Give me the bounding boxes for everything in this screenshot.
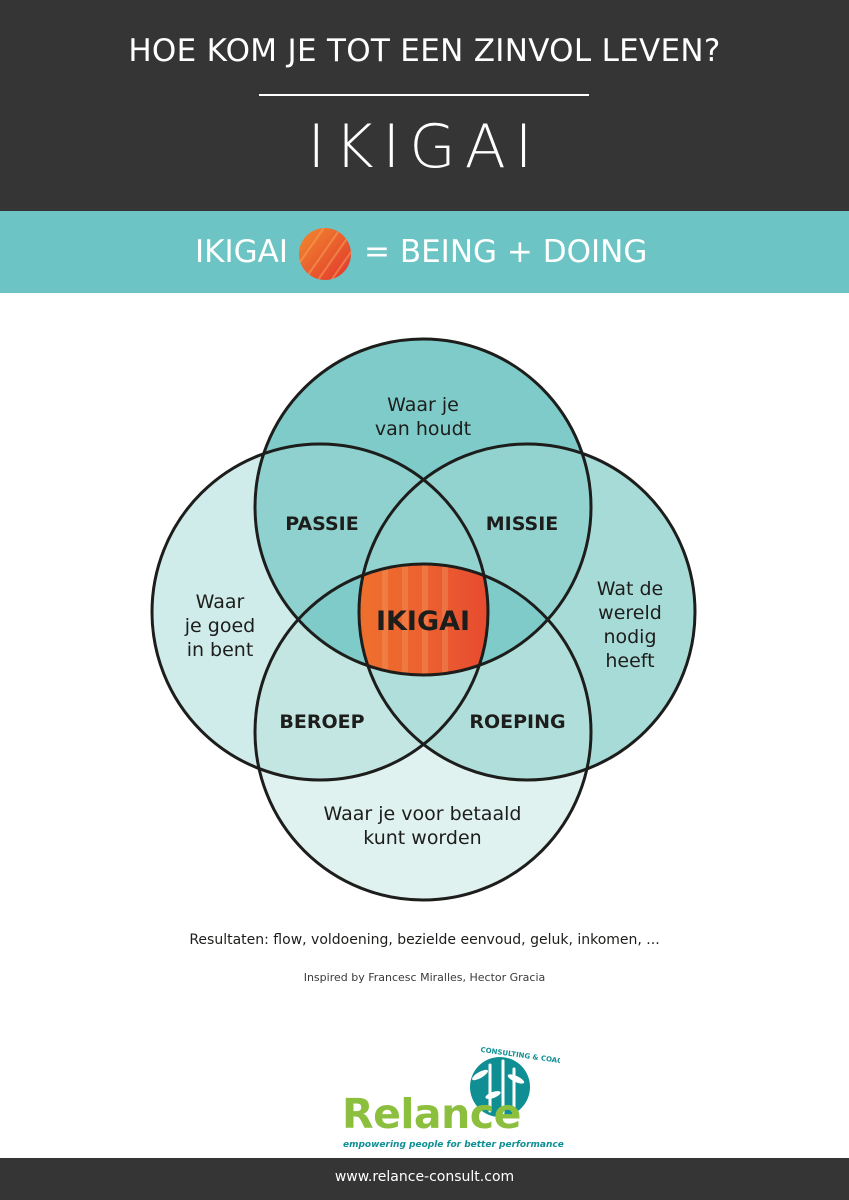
center-ikigai: IKIGAI [375,606,471,637]
circle-right-outline [357,442,697,782]
equation-band [0,211,849,293]
equation-left: IKIGAI [195,234,288,270]
title-divider [259,94,589,96]
overlap-missie: MISSIE [485,513,559,535]
label-right: Wat de wereld nodig heeft [596,578,664,672]
logo-wordmark: Relance [342,1090,521,1138]
overlap-beroep: BEROEP [279,711,365,733]
page-title: IKIGAI [307,112,542,182]
page-question: HOE KOM JE TOT EEN ZINVOL LEVEN? [128,33,721,69]
footer-url[interactable]: www.relance-consult.com [334,1169,515,1185]
circle-bottom-outline [253,562,593,902]
results-text: Resultaten: flow, voldoening, bezielde e… [189,932,660,948]
ikigai-dot-icon [299,228,351,280]
relance-logo-icon: CONSULTING & COACHING [470,1046,560,1117]
label-top: Waar je van houdt [374,394,472,440]
footer-bar [0,1158,849,1200]
credit-text: Inspired by Francesc Miralles, Hector Gr… [303,971,546,984]
logo-tagline: empowering people for better performance [343,1140,564,1150]
overlap-passie: PASSIE [285,513,359,535]
circle-left-outline [150,442,490,782]
ikigai-center-region [359,564,488,675]
overlap-roeping: ROEPING [469,711,566,733]
circle-top-outline [253,337,593,677]
venn-diagram [150,337,697,902]
header-bar [0,0,849,211]
label-left: Waar je goed in bent [184,591,256,661]
label-bottom: Waar je voor betaald kunt worden [323,803,522,849]
equation-right: = BEING + DOING [364,234,648,270]
